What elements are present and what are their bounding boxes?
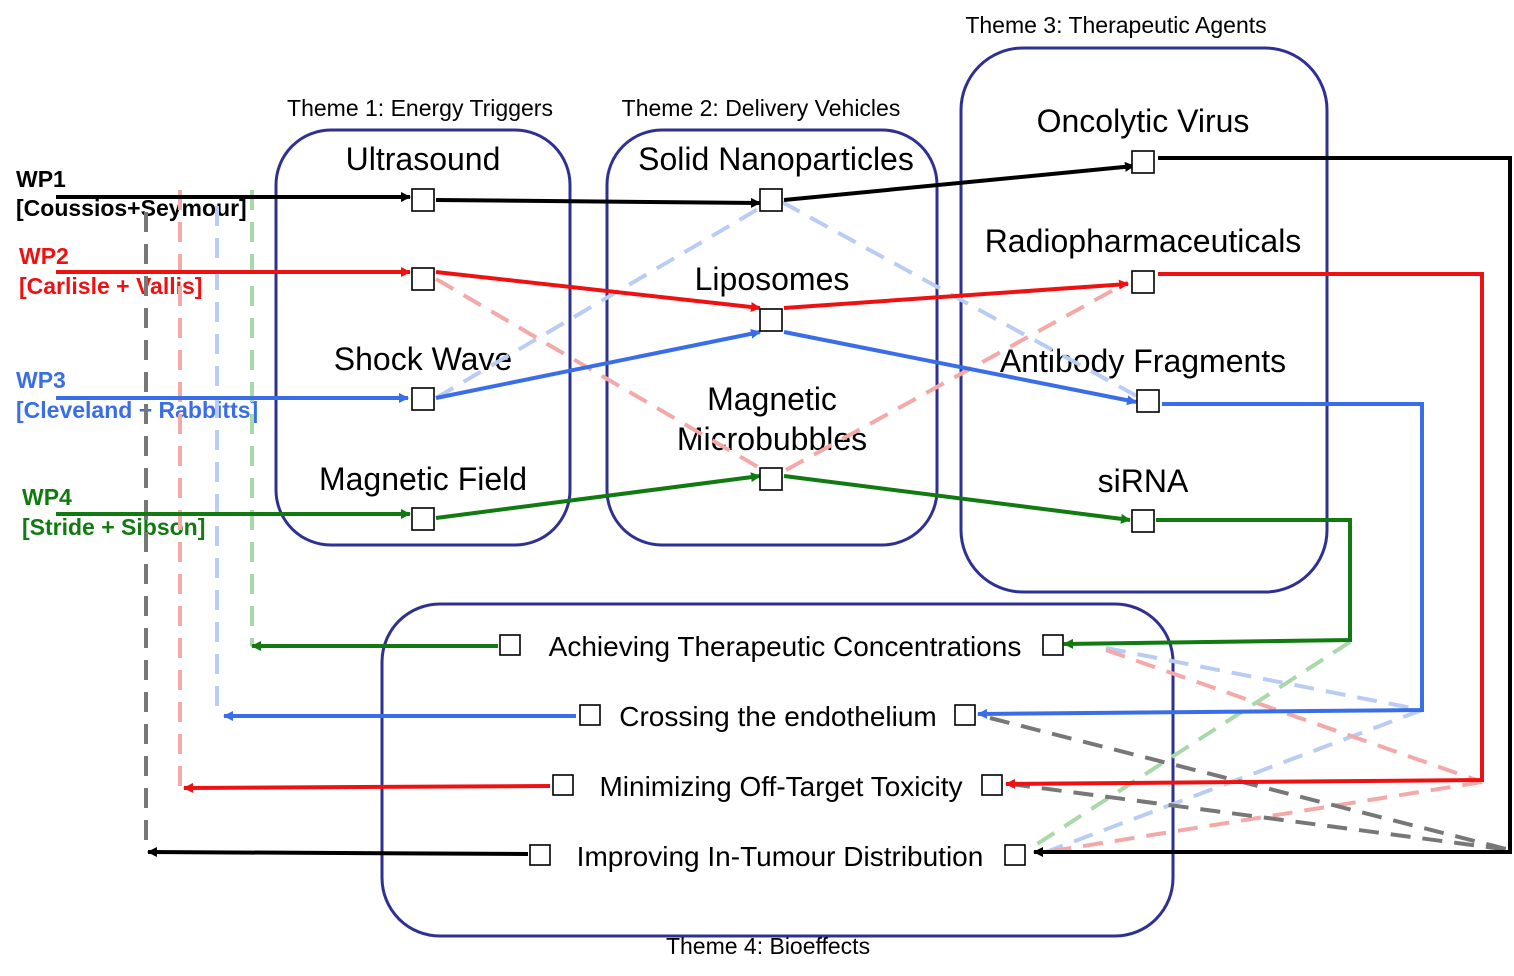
solid-nanoparticles-label: Solid Nanoparticles	[638, 141, 914, 177]
wp3-dashed-link-1	[434, 200, 772, 400]
oncolytic-virus-port	[1131, 150, 1155, 174]
radiopharmaceuticals-port	[1131, 270, 1155, 294]
wp3-dashed-link-2	[781, 200, 1145, 402]
achieving-concentrations-label: Achieving Therapeutic Concentrations	[549, 631, 1022, 662]
radiopharmaceuticals-label: Radiopharmaceuticals	[985, 223, 1302, 259]
theme1-box	[274, 128, 572, 547]
wp1-link-2	[435, 197, 761, 208]
wp4-code: WP4	[22, 484, 72, 510]
minimizing-left-port	[552, 774, 574, 796]
connections-layer	[56, 156, 1512, 858]
theme3-box	[959, 46, 1329, 594]
ultrasound-2-port	[411, 267, 435, 291]
crossing-right-port	[954, 704, 976, 726]
solid-nanoparticles-port	[759, 188, 783, 212]
wp3-link-2	[435, 328, 761, 400]
achieving-left-port	[499, 634, 521, 656]
improving-distribution-label: Improving In-Tumour Distribution	[577, 841, 984, 872]
improving-left-port	[529, 844, 551, 866]
wp2-dashed-link-3	[1105, 648, 1483, 784]
oncolytic-virus-label: Oncolytic Virus	[1037, 103, 1250, 139]
magnetic-microbubbles-label-line2: Microbubbles	[677, 421, 867, 457]
theme2-box	[605, 128, 939, 547]
ultrasound-label: Ultrasound	[346, 141, 501, 177]
achieving-right-port	[1042, 634, 1064, 656]
wp2-link-5	[183, 782, 551, 793]
antibody-fragments-port	[1136, 389, 1160, 413]
wp1-dashed-link-2	[1009, 782, 1511, 852]
magnetic-field-port	[411, 507, 435, 531]
magnetic-field-label: Magnetic Field	[319, 461, 527, 497]
wp4-link-3	[783, 474, 1131, 524]
wp3-names: [Cleveland + Rabbitts]	[16, 397, 258, 423]
shock-wave-port	[411, 387, 435, 411]
improving-right-port	[1004, 844, 1026, 866]
wp1-code: WP1	[16, 166, 66, 192]
sirna-port	[1131, 509, 1155, 533]
liposomes-port	[759, 308, 783, 332]
wp4-link-2	[435, 472, 761, 520]
wp2-code: WP2	[19, 243, 69, 269]
wp2-link-2	[435, 270, 761, 312]
wp3-link-4	[977, 402, 1424, 719]
crossing-endothelium-label: Crossing the endothelium	[619, 701, 937, 732]
wp2-names: [Carlisle + Vallis]	[19, 273, 202, 299]
crossing-left-port	[579, 704, 601, 726]
shock-wave-label: Shock Wave	[334, 341, 512, 377]
theme4-title: Theme 4: Bioeffects	[666, 933, 870, 959]
wp1-link-4	[1033, 156, 1512, 857]
magnetic-microbubbles-label-line1: Magnetic	[707, 381, 837, 417]
wp2-dashed-link-1	[434, 277, 772, 476]
theme4-box	[380, 602, 1175, 938]
antibody-fragments-label: Antibody Fragments	[1000, 343, 1286, 379]
theme2-title: Theme 2: Delivery Vehicles	[622, 95, 901, 121]
theme1-title: Theme 1: Energy Triggers	[287, 95, 553, 121]
ultrasound-port	[411, 188, 435, 212]
wp1-dashed-link-1	[989, 716, 1511, 852]
ports-layer	[411, 150, 1160, 866]
wp1-link-5	[147, 847, 529, 858]
wp2-dashed-link-4	[1045, 780, 1483, 854]
wp4-link-4	[1063, 518, 1352, 649]
wp1-names: [Coussios+Seymour]	[16, 195, 247, 221]
wp2-dashed-link-2	[785, 280, 1129, 472]
theme3-title: Theme 3: Therapeutic Agents	[965, 12, 1266, 38]
minimizing-toxicity-label: Minimizing Off-Target Toxicity	[599, 771, 962, 802]
wp1-link-3	[783, 161, 1135, 202]
liposomes-label: Liposomes	[695, 261, 850, 297]
magnetic-microbubbles-port	[759, 467, 783, 491]
wp2-link-4	[1005, 272, 1484, 789]
wp4-dashed-link-1	[1032, 640, 1352, 848]
sirna-label: siRNA	[1098, 463, 1189, 499]
minimizing-right-port	[981, 774, 1003, 796]
wp3-code: WP3	[16, 367, 66, 393]
wp2-link-3	[783, 279, 1129, 310]
wp4-names: [Stride + Sibson]	[22, 514, 205, 540]
wp3-link-3	[783, 330, 1137, 406]
wp3-dashed-link-3	[1105, 646, 1423, 712]
